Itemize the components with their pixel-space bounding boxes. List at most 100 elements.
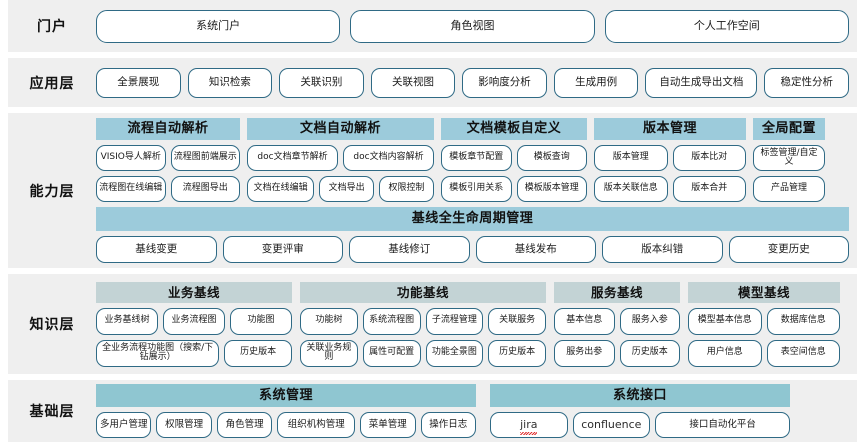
jira-label: jira (520, 418, 538, 435)
portal-item-role-view[interactable]: 角色视图 (350, 9, 595, 43)
foundation-group-title-system-interface: 系统接口 (490, 384, 790, 407)
know-item-history-version-function[interactable]: 历史版本 (488, 339, 546, 367)
cap-item-flowchart-export[interactable]: 流程图导出 (170, 176, 240, 202)
app-item-auto-export-doc[interactable]: 自动生成导出文档 (645, 67, 758, 98)
lifecycle-item-change-history[interactable]: 变更历史 (728, 236, 849, 263)
cap-item-doc-chapter-parse[interactable]: doc文档章节解析 (247, 145, 338, 171)
know-item-service-basic-info[interactable]: 基本信息 (554, 307, 615, 335)
know-item-function-diagram[interactable]: 功能图 (230, 307, 292, 335)
base-item-multi-user-management[interactable]: 多用户管理 (96, 412, 152, 438)
know-item-all-business-process-function-diagram[interactable]: 全业务流程功能图（搜索/下钻展示） (96, 339, 220, 367)
cap-item-template-reference-relation[interactable]: 模板引用关系 (441, 176, 512, 202)
lifecycle-item-baseline-release[interactable]: 基线发布 (475, 236, 596, 263)
base-item-confluence[interactable]: confluence (572, 412, 651, 438)
cap-item-template-version-mgmt[interactable]: 模板版本管理 (516, 176, 587, 202)
cap-item-doc-online-edit[interactable]: 文档在线编辑 (247, 176, 315, 202)
app-item-knowledge-search[interactable]: 知识检索 (187, 67, 273, 98)
cap-item-version-management[interactable]: 版本管理 (594, 145, 668, 171)
knowledge-row: 全业务流程功能图（搜索/下钻展示） 历史版本 (96, 339, 292, 367)
foundation-group-list: 系统管理 多用户管理 权限管理 角色管理 组织机构管理 菜单管理 操作日志 系统… (96, 384, 849, 438)
base-item-jira[interactable]: jira (490, 412, 568, 438)
know-item-related-business-rule[interactable]: 关联业务规则 (300, 339, 358, 367)
lifecycle-item-version-correction[interactable]: 版本纠错 (602, 236, 723, 263)
layer-body-knowledge: 业务基线 业务基线树 业务流程图 功能图 全业务流程功能图（搜索/下钻展示） 历… (96, 274, 857, 374)
foundation-group-system-management: 系统管理 多用户管理 权限管理 角色管理 组织机构管理 菜单管理 操作日志 (96, 384, 476, 438)
cap-item-visio-import-parse[interactable]: VISIO导人解析 (96, 145, 166, 171)
lifecycle-item-baseline-change[interactable]: 基线变更 (96, 236, 217, 263)
foundation-row: 多用户管理 权限管理 角色管理 组织机构管理 菜单管理 操作日志 (96, 412, 476, 438)
layer-label-application: 应用层 (29, 75, 75, 92)
cap-item-doc-content-parse[interactable]: doc文档内容解析 (343, 145, 434, 171)
know-item-subprocess-management[interactable]: 子流程管理 (425, 307, 484, 335)
base-item-menu-management[interactable]: 菜单管理 (360, 412, 416, 438)
cap-item-tag-management-custom[interactable]: 标签管理/自定义 (753, 145, 825, 171)
base-item-permission-management[interactable]: 权限管理 (156, 412, 212, 438)
know-item-user-info[interactable]: 用户信息 (688, 339, 762, 367)
capability-row: 文档在线编辑 文档导出 权限控制 (247, 176, 434, 202)
cap-item-flowchart-online-edit[interactable]: 流程图在线编辑 (96, 176, 166, 202)
knowledge-group-title-model-baseline: 模型基线 (688, 281, 840, 303)
lifecycle-item-change-review[interactable]: 变更评审 (222, 236, 343, 263)
know-item-service-output-params[interactable]: 服务出参 (554, 339, 615, 367)
portal-item-row: 系统门户 角色视图 个人工作空间 (96, 9, 849, 43)
capability-row: 模板章节配置 模板查询 (441, 145, 587, 171)
app-item-generate-usecase[interactable]: 生成用例 (553, 67, 639, 98)
know-item-attribute-configurable[interactable]: 属性可配置 (362, 339, 421, 367)
capability-group-version-mgmt: 版本管理 版本管理 版本比对 版本关联信息 版本合并 (594, 118, 746, 202)
base-item-role-management[interactable]: 角色管理 (216, 412, 273, 438)
layer-body-application: 全景展现 知识检索 关联识别 关联视图 影响度分析 生成用例 自动生成导出文档 … (96, 58, 857, 107)
cap-item-version-relation-info[interactable]: 版本关联信息 (594, 176, 668, 202)
capability-group-title-doc-template: 文档模板自定义 (441, 118, 587, 140)
know-item-database-info[interactable]: 数据库信息 (766, 307, 840, 335)
capability-row: 版本关联信息 版本合并 (594, 176, 746, 202)
cap-item-flowchart-frontend-display[interactable]: 流程图前端展示 (170, 145, 240, 171)
knowledge-group-title-function-baseline: 功能基线 (300, 281, 546, 303)
cap-item-permission-control[interactable]: 权限控制 (379, 176, 434, 202)
cap-item-template-query[interactable]: 模板查询 (516, 145, 587, 171)
capability-group-global-config: 全局配置 标签管理/自定义 产品管理 (753, 118, 825, 202)
base-item-interface-automation-platform[interactable]: 接口自动化平台 (655, 412, 790, 438)
know-item-service-input-params[interactable]: 服务入参 (619, 307, 680, 335)
base-item-org-structure-management[interactable]: 组织机构管理 (277, 412, 356, 438)
knowledge-group-title-business-baseline: 业务基线 (96, 281, 292, 303)
know-item-business-flowchart[interactable]: 业务流程图 (163, 307, 225, 335)
know-item-model-basic-info[interactable]: 模型基本信息 (688, 307, 762, 335)
know-item-business-baseline-tree[interactable]: 业务基线树 (96, 307, 158, 335)
cap-item-product-management[interactable]: 产品管理 (753, 176, 825, 202)
know-item-function-panorama[interactable]: 功能全景图 (425, 339, 484, 367)
lifecycle-item-baseline-revision[interactable]: 基线修订 (349, 236, 470, 263)
capability-row: doc文档章节解析 doc文档内容解析 (247, 145, 434, 171)
portal-item-system-portal[interactable]: 系统门户 (96, 9, 341, 43)
cap-item-doc-export[interactable]: 文档导出 (319, 176, 375, 202)
layer-label-foundation: 基础层 (29, 404, 75, 420)
cap-item-version-merge[interactable]: 版本合并 (672, 176, 746, 202)
app-item-impact-analysis[interactable]: 影响度分析 (462, 67, 547, 98)
foundation-group-title-system-management: 系统管理 (96, 384, 476, 407)
app-item-relation-view[interactable]: 关联视图 (370, 67, 456, 98)
knowledge-group-title-service-baseline: 服务基线 (554, 281, 680, 303)
know-item-system-flowchart[interactable]: 系统流程图 (362, 307, 421, 335)
app-item-panorama[interactable]: 全景展现 (96, 67, 181, 98)
capability-group-title-global-config: 全局配置 (753, 118, 825, 140)
layer-body-portal: 系统门户 角色视图 个人工作空间 (96, 0, 857, 52)
layer-application: 应用层 全景展现 知识检索 关联识别 关联视图 影响度分析 生成用例 自动生成导… (8, 58, 857, 107)
app-item-stability-analysis[interactable]: 稳定性分析 (764, 67, 849, 98)
base-item-operation-log[interactable]: 操作日志 (420, 412, 476, 438)
cap-item-version-compare[interactable]: 版本比对 (672, 145, 746, 171)
layer-knowledge: 知识层 业务基线 业务基线树 业务流程图 功能图 全业务流程功能图（搜索/下钻展… (8, 274, 857, 374)
app-item-relation-recognition[interactable]: 关联识别 (279, 67, 364, 98)
capability-group-title-process-parsing: 流程自动解析 (96, 118, 240, 140)
layer-capability: 能力层 流程自动解析 VISIO导人解析 流程图前端展示 流程图在线编辑 流程图… (8, 113, 857, 268)
portal-item-personal-workspace[interactable]: 个人工作空间 (604, 9, 849, 43)
cap-item-template-chapter-config[interactable]: 模板章节配置 (441, 145, 512, 171)
know-item-related-service[interactable]: 关联服务 (488, 307, 546, 335)
knowledge-group-model-baseline: 模型基线 模型基本信息 数据库信息 用户信息 表空间信息 (688, 281, 840, 367)
knowledge-group-function-baseline: 功能基线 功能树 系统流程图 子流程管理 关联服务 关联业务规则 属性可配置 功… (300, 281, 546, 367)
know-item-function-tree[interactable]: 功能树 (300, 307, 358, 335)
foundation-row: jira confluence 接口自动化平台 (490, 412, 790, 438)
capability-row: 模板引用关系 模板版本管理 (441, 176, 587, 202)
capability-row: VISIO导人解析 流程图前端展示 (96, 145, 240, 171)
know-item-tablespace-info[interactable]: 表空间信息 (766, 339, 840, 367)
know-item-history-version-business[interactable]: 历史版本 (224, 339, 292, 367)
know-item-history-version-service[interactable]: 历史版本 (619, 339, 680, 367)
